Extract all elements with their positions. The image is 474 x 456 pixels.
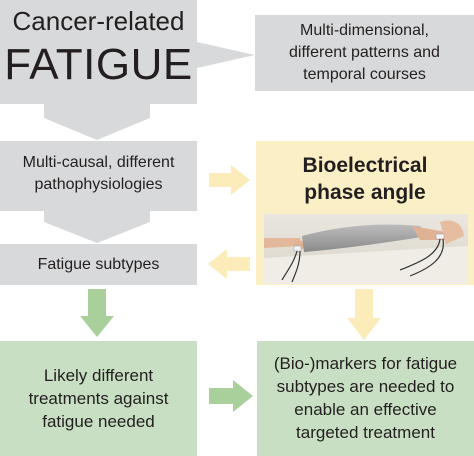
subtypes-label: Fatigue subtypes [37, 256, 160, 273]
treatments-box-shape [0, 341, 197, 456]
treatments-line-1: Likely different [43, 366, 154, 385]
markers-line-4: targeted treatment [296, 423, 435, 442]
fatigue-box: Cancer-related FATIGUE [0, 4, 197, 92]
treatments-line-3: fatigue needed [42, 412, 155, 431]
subtypes-box-shape [0, 244, 197, 285]
markers-line-1: (Bio-)markers for fatigue [273, 354, 458, 373]
multicausal-line-2: pathophysiologies [34, 176, 163, 193]
yellow-arrow-left [208, 249, 250, 279]
multidimensional-line-2: different patterns and [289, 44, 440, 61]
green-arrow-right [209, 380, 253, 412]
fatigue-box-shape [0, 0, 255, 140]
yellow-arrow-right [209, 165, 250, 195]
multidimensional-box: Multi-dimensional, different patterns an… [255, 20, 474, 86]
multicausal-box: Multi-causal, different pathophysiologie… [0, 152, 197, 196]
multicausal-line-1: Multi-causal, different [22, 154, 175, 171]
multicausal-box-shape [0, 141, 197, 243]
multidimensional-box-shape [255, 15, 474, 91]
green-arrow-down [80, 289, 114, 337]
treatments-line-2: treatments against [28, 389, 169, 408]
multidimensional-line-3: temporal courses [303, 66, 426, 83]
multidimensional-line-1: Multi-dimensional, [300, 22, 429, 39]
phase-angle-box: Bioelectrical phase angle [256, 152, 474, 206]
phase-angle-line-1: Bioelectrical [302, 154, 428, 177]
markers-box-shape [257, 341, 474, 456]
markers-box: (Bio-)markers for fatigue subtypes are n… [257, 352, 474, 444]
phase-angle-line-2: phase angle [304, 181, 426, 204]
yellow-arrow-down [347, 289, 381, 340]
treatments-box: Likely different treatments against fati… [0, 364, 197, 433]
patient-lying-with-electrodes-icon [264, 214, 468, 284]
markers-line-2: subtypes are needed to [276, 377, 455, 396]
subtypes-box: Fatigue subtypes [0, 255, 197, 275]
fatigue-title: FATIGUE [4, 40, 193, 89]
markers-line-3: enable an effective [294, 400, 437, 419]
fatigue-subtitle: Cancer-related [12, 6, 185, 36]
